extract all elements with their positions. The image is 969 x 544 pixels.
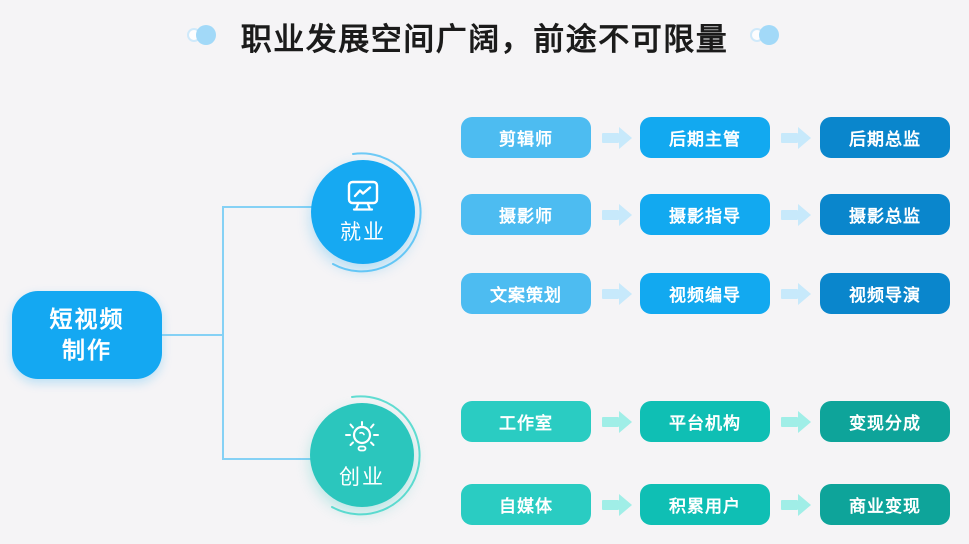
career-node-video-producer: 视频编导	[640, 273, 770, 314]
arrow-right-icon	[600, 494, 634, 516]
root-node-label-line2: 制作	[62, 337, 112, 363]
arrow-right-icon	[779, 204, 813, 226]
career-node-photo-director: 摄影总监	[820, 194, 950, 235]
branch-circle-entrepreneurship: 创业	[310, 403, 414, 507]
connector-employment-horizontal	[222, 206, 312, 208]
connector-root-horizontal	[162, 334, 223, 336]
arrow-right-icon	[779, 283, 813, 305]
monitor-trend-icon	[347, 180, 379, 211]
career-node-photo-supervisor: 摄影指导	[640, 194, 770, 235]
career-node-studio: 工作室	[461, 401, 591, 442]
arrow-right-icon	[600, 127, 634, 149]
career-node-revenue-share: 变现分成	[820, 401, 950, 442]
arrow-right-icon	[600, 204, 634, 226]
career-node-grow-users: 积累用户	[640, 484, 770, 525]
arrow-right-icon	[600, 411, 634, 433]
branch-circle-employment: 就业	[311, 160, 415, 264]
career-node-photographer: 摄影师	[461, 194, 591, 235]
career-node-self-media: 自媒体	[461, 484, 591, 525]
career-node-video-director: 视频导演	[820, 273, 950, 314]
career-node-post-director: 后期总监	[820, 117, 950, 158]
arrow-right-icon	[779, 411, 813, 433]
branch-label-employment: 就业	[340, 220, 386, 244]
connector-entrepreneurship-horizontal	[222, 458, 311, 460]
career-node-post-supervisor: 后期主管	[640, 117, 770, 158]
career-node-commercial-monetization: 商业变现	[820, 484, 950, 525]
arrow-right-icon	[779, 127, 813, 149]
root-node-short-video-production: 短视频 制作	[12, 291, 162, 379]
career-node-platform-agency: 平台机构	[640, 401, 770, 442]
double-circle-icon	[750, 24, 782, 48]
career-node-copywriter: 文案策划	[461, 273, 591, 314]
connector-bracket-vertical	[222, 206, 224, 460]
page-title: 职业发展空间广阔，前途不可限量	[240, 21, 729, 57]
arrow-right-icon	[600, 283, 634, 305]
title-bar: 职业发展空间广阔，前途不可限量	[0, 12, 969, 60]
branch-label-entrepreneurship: 创业	[339, 465, 385, 489]
root-node-label-line1: 短视频	[49, 305, 125, 332]
career-node-editor: 剪辑师	[461, 117, 591, 158]
arrow-right-icon	[779, 494, 813, 516]
double-circle-icon	[186, 24, 219, 48]
lightbulb-icon	[345, 420, 379, 451]
